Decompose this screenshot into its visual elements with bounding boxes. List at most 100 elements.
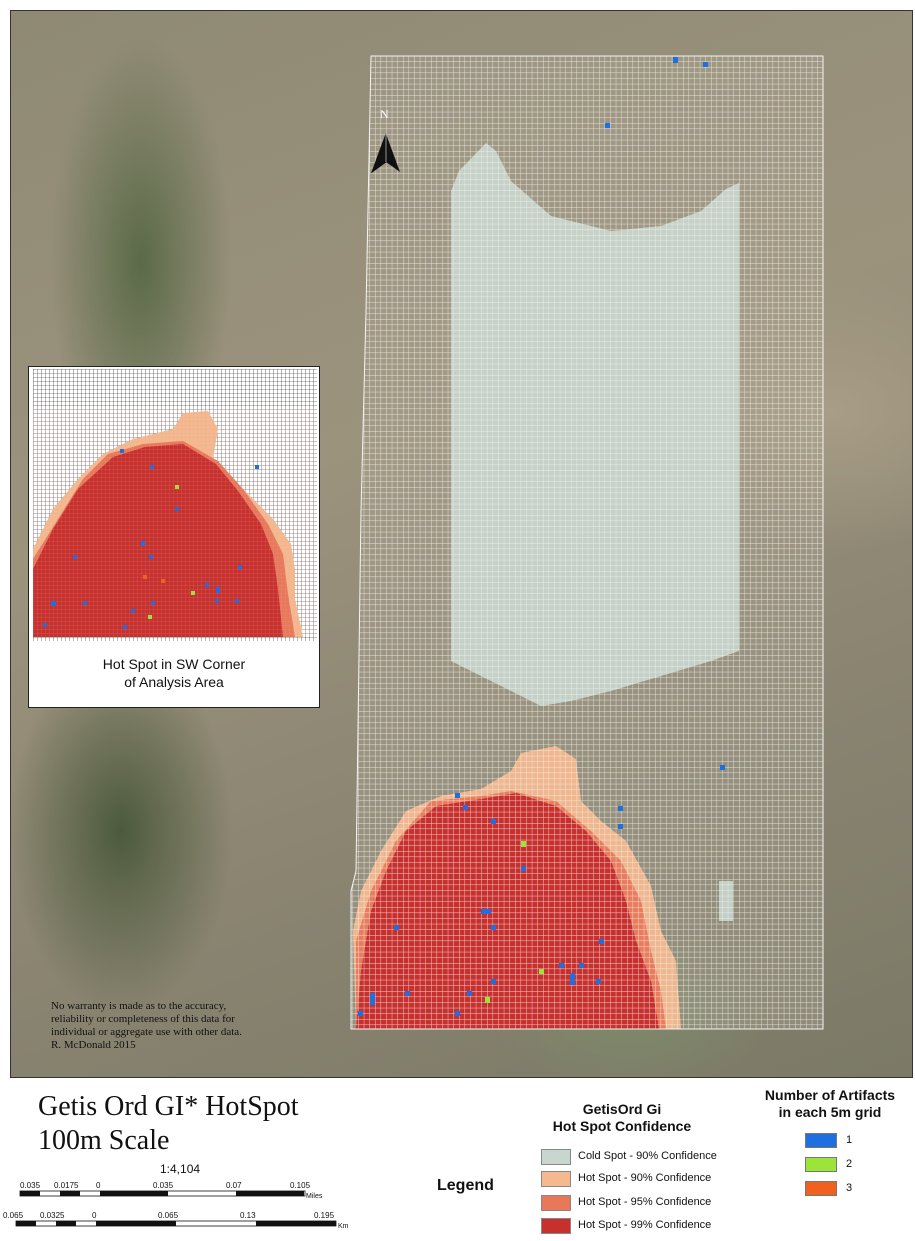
artifact-marker	[141, 541, 145, 546]
artifact-marker	[521, 866, 526, 871]
artifact-marker	[43, 623, 47, 627]
scale-tick-label: 0.065	[158, 1211, 179, 1220]
legend-heading-line: Hot Spot Confidence	[552, 1118, 692, 1134]
artifact-marker	[161, 579, 165, 583]
artifact-marker	[73, 555, 77, 559]
disclaimer-line: reliability or completeness of this data…	[51, 1013, 235, 1025]
artifact-marker	[235, 599, 239, 603]
grid-overlay	[351, 56, 823, 1029]
legend-swatch	[541, 1195, 571, 1211]
artifacts-legend-heading: Number of Artifacts in each 5m grid	[745, 1087, 915, 1121]
artifact-marker	[148, 615, 152, 619]
artifact-marker	[238, 565, 242, 569]
artifact-swatch	[805, 1157, 837, 1172]
artifact-marker	[596, 979, 601, 984]
north-label: N	[380, 107, 389, 121]
artifact-label: 3	[846, 1182, 853, 1194]
legend-heading-line: GetisOrd Gi	[582, 1101, 662, 1117]
artifact-marker	[618, 806, 623, 811]
artifact-marker	[703, 62, 708, 67]
scale-bar-km	[15, 1220, 337, 1227]
north-arrow-icon: N	[370, 104, 402, 174]
artifact-marker	[83, 601, 87, 605]
artifact-marker	[463, 805, 468, 810]
legend-swatch	[541, 1218, 571, 1234]
disclaimer-line: individual or aggregate use with other d…	[51, 1026, 242, 1038]
artifact-marker	[370, 993, 375, 1005]
scale-tick-label: 0.065	[3, 1211, 24, 1220]
artifact-marker	[605, 123, 610, 128]
artifact-marker	[51, 601, 56, 606]
scale-tick-label: 0.195	[314, 1211, 335, 1220]
legend-heading: GetisOrd Gi Hot Spot Confidence	[522, 1101, 722, 1135]
artifact-marker	[539, 969, 544, 974]
artifact-swatch	[805, 1181, 837, 1196]
artifact-label: 2	[846, 1158, 853, 1170]
scale-tick-label: 0.105	[290, 1181, 311, 1190]
scale-tick-label: 0.13	[240, 1211, 256, 1220]
inset-canvas	[33, 369, 317, 641]
artifact-marker	[143, 575, 147, 579]
scale-tick-label: 0.0325	[40, 1211, 65, 1220]
disclaimer: No warranty is made as to the accuracy, …	[51, 1000, 331, 1052]
artifact-marker	[205, 583, 209, 587]
inset-caption-line: of Analysis Area	[124, 674, 224, 690]
artifact-marker	[720, 765, 725, 770]
scale-tick-label: 0.035	[20, 1181, 41, 1190]
artifact-marker	[175, 507, 179, 511]
artifact-marker	[618, 824, 623, 829]
disclaimer-line: No warranty is made as to the accuracy,	[51, 1000, 227, 1012]
artifact-marker	[151, 601, 155, 605]
artifact-label: 1	[846, 1134, 853, 1146]
legend-label: Hot Spot - 90% Confidence	[578, 1172, 712, 1184]
scale-bar: 0.035 0.0175 0 0.035 0.07 0.105 Miles 0.…	[3, 1181, 349, 1230]
scale-tick-label: 0	[92, 1211, 97, 1220]
artifact-marker	[123, 625, 127, 629]
legend-swatch	[541, 1149, 571, 1165]
scale-tick-label: 0.0175	[54, 1181, 79, 1190]
scale-unit: Km	[338, 1223, 349, 1230]
artifact-marker	[175, 485, 179, 489]
artifact-marker	[150, 465, 154, 469]
artifacts-heading-line: Number of Artifacts	[764, 1087, 896, 1103]
artifact-marker	[215, 599, 219, 603]
artifact-marker	[491, 925, 496, 930]
artifact-marker	[455, 1011, 460, 1016]
scale-tick-label: 0.035	[153, 1181, 174, 1190]
artifact-marker	[120, 449, 124, 453]
artifact-swatch	[805, 1133, 837, 1148]
artifact-marker	[599, 939, 604, 944]
legend-swatch	[541, 1171, 571, 1187]
scale-unit: Miles	[306, 1193, 323, 1200]
scale-ratio: 1:4,104	[160, 1162, 201, 1176]
artifact-marker	[481, 909, 491, 914]
scale-bar-miles	[19, 1190, 306, 1197]
map-title: Getis Ord GI* HotSpot 100m Scale	[38, 1090, 299, 1158]
artifact-marker	[216, 587, 220, 593]
map-canvas	[350, 55, 824, 1030]
legend-title: Legend	[437, 1177, 494, 1194]
artifact-marker	[394, 925, 399, 930]
artifact-marker	[255, 465, 259, 469]
artifact-marker	[485, 997, 490, 1003]
artifact-marker	[673, 57, 678, 63]
map-title-line: 100m Scale	[38, 1125, 170, 1156]
scale-tick-label: 0.07	[226, 1181, 242, 1190]
scale-tick-label: 0	[96, 1181, 101, 1190]
legend-label: Hot Spot - 99% Confidence	[578, 1219, 712, 1231]
legend-label: Cold Spot - 90% Confidence	[578, 1150, 717, 1162]
inset-map[interactable]: Hot Spot in SW Corner of Analysis Area	[28, 366, 320, 708]
artifact-marker	[491, 819, 496, 824]
artifact-marker	[570, 973, 575, 985]
inset-caption-line: Hot Spot in SW Corner	[102, 656, 246, 672]
artifact-marker	[467, 991, 472, 996]
legend-label: Hot Spot - 95% Confidence	[578, 1196, 712, 1208]
artifact-marker	[131, 609, 135, 613]
artifact-marker	[191, 591, 195, 595]
artifact-marker	[405, 991, 410, 996]
artifact-marker	[521, 841, 526, 847]
inset-caption: Hot Spot in SW Corner of Analysis Area	[29, 655, 319, 691]
inset-artifact-markers	[43, 449, 259, 629]
map-frame[interactable]: No warranty is made as to the accuracy, …	[10, 10, 913, 1078]
disclaimer-line: R. McDonald 2015	[51, 1039, 136, 1051]
